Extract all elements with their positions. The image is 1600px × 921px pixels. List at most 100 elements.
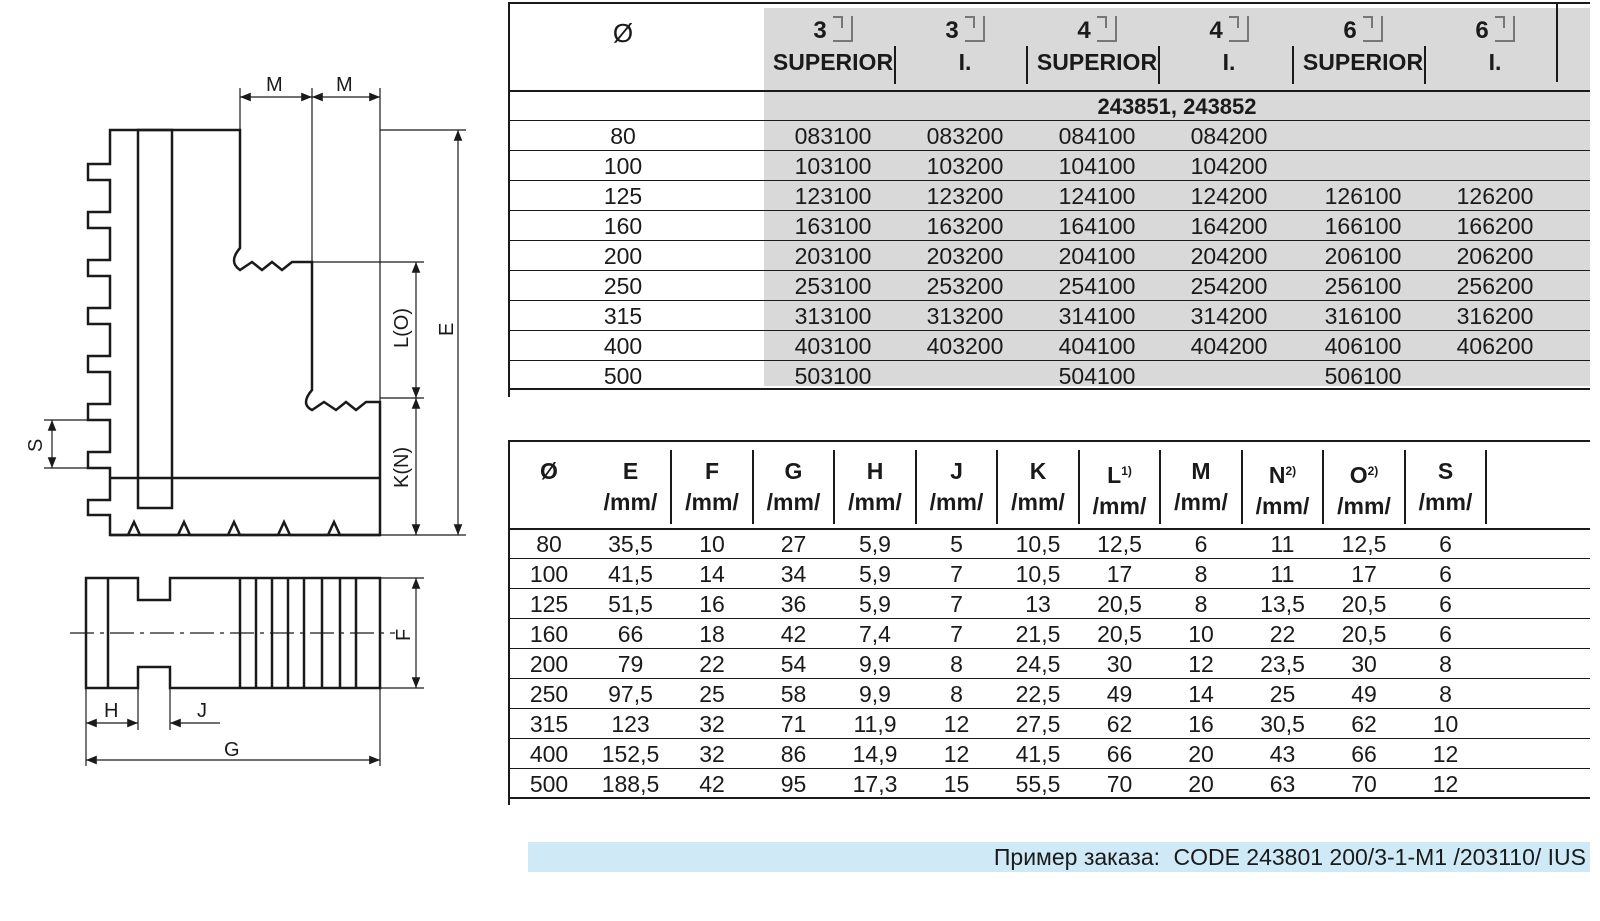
code-cell: 083200	[926, 123, 1004, 149]
order-example-bar: Пример заказа: CODE 243801 200/3-1-M1 /2…	[528, 842, 1590, 872]
dim-cell: 10,5	[1015, 561, 1061, 587]
dim-cell: 152,5	[601, 741, 660, 767]
dim-cell: 315	[529, 711, 569, 737]
code-cell: 084200	[1190, 123, 1268, 149]
dim-cell: 6	[1439, 621, 1452, 647]
dim-cell: 500	[529, 771, 569, 797]
col-header-label: SUPERIOR	[772, 49, 894, 75]
code-cell: 124100	[1058, 183, 1136, 209]
col-header-number: 4	[1032, 16, 1162, 45]
code-cell: 164200	[1190, 213, 1268, 239]
code-cell: 406100	[1324, 333, 1402, 359]
jaw-side-view-outline	[86, 128, 382, 537]
code-cell: 123200	[926, 183, 1004, 209]
dim-cell: 30	[1106, 651, 1133, 677]
dim-cell: 12,5	[1341, 531, 1387, 557]
code-title: 243851, 243852	[1097, 94, 1257, 119]
code-cell: 253100	[794, 273, 872, 299]
dim-cell: 43	[1269, 741, 1296, 767]
diameter-cell: 80	[610, 123, 636, 149]
dim-label-h: H	[104, 700, 118, 722]
dim-cell: 32	[699, 741, 725, 767]
dim-cell: 8	[1439, 681, 1452, 707]
dim-cell: 100	[529, 561, 569, 587]
col-header-label: I.	[1488, 49, 1502, 75]
dim-col-header: F/mm/	[685, 458, 739, 515]
dim-cell: 70	[1106, 771, 1133, 797]
dim-label-j: J	[197, 700, 207, 722]
dim-cell: 21,5	[1015, 621, 1061, 647]
col-header-label: I.	[1222, 49, 1236, 75]
dim-cell: 42	[699, 771, 725, 797]
code-cell: 203100	[794, 243, 872, 269]
dim-cell: 66	[1106, 741, 1133, 767]
code-cell: 256200	[1456, 273, 1534, 299]
dim-label-s: S	[25, 439, 47, 452]
dim-cell: 5,9	[859, 591, 891, 617]
dim-cell: 17,3	[852, 771, 898, 797]
dim-cell: 35,5	[608, 531, 653, 557]
dim-cell: 86	[780, 741, 807, 767]
code-cell: 316200	[1456, 303, 1534, 329]
code-cell: 083100	[794, 123, 872, 149]
dim-cell: 20,5	[1341, 591, 1387, 617]
dim-cell: 79	[617, 651, 644, 677]
dim-cell: 8	[950, 681, 963, 707]
col-header-number: 3	[900, 16, 1030, 45]
dim-cell: 123	[611, 711, 650, 737]
dim-cell: 34	[780, 561, 807, 587]
code-cell: 104200	[1190, 153, 1268, 179]
code-cell: 126100	[1324, 183, 1402, 209]
dim-cell: 12	[1432, 771, 1459, 797]
dim-cell: 14,9	[852, 741, 898, 767]
dim-cell: 27	[780, 531, 807, 557]
col-header-label: I.	[958, 49, 972, 75]
dim-cell: 12	[943, 711, 970, 737]
dim-cell: 41,5	[608, 561, 653, 587]
dim-cell: 27,5	[1015, 711, 1061, 737]
dim-cell: 7	[950, 621, 963, 647]
order-code-table: Ø 3 SUPERIOR 3 I. 4 SUPERIOR 4 I. 6 SUPE…	[508, 2, 1590, 397]
dim-cell: 49	[1106, 681, 1133, 707]
dim-cell: 54	[780, 651, 807, 677]
dim-cell: 8	[1194, 591, 1208, 617]
table-row: 80 083100 083200 084100 084200	[508, 120, 1590, 150]
code-cell: 313200	[926, 303, 1004, 329]
dim-cell: 6	[1439, 531, 1452, 557]
code-cell: 403200	[926, 333, 1004, 359]
code-cell: 204100	[1058, 243, 1136, 269]
dim-label-lo: L(O)	[391, 308, 413, 348]
dim-cell: 23,5	[1260, 651, 1305, 677]
diameter-cell: 315	[603, 303, 643, 329]
dim-cell: 97,5	[608, 681, 653, 707]
dim-cell: 11,9	[853, 711, 897, 737]
dim-col-header: N2)/mm/	[1255, 462, 1310, 519]
dim-label-kn: K(N)	[391, 447, 413, 488]
dim-cell: 62	[1351, 711, 1377, 737]
code-cell: 313100	[794, 303, 872, 329]
dim-cell: 5	[950, 531, 963, 557]
dim-col-header: M/mm/	[1174, 458, 1228, 515]
dim-col-header: H/mm/	[848, 458, 902, 515]
dim-cell: 20,5	[1097, 591, 1142, 617]
dim-col-header: L1)/mm/	[1092, 462, 1147, 519]
dim-cell: 30,5	[1260, 711, 1305, 737]
code-cell: 204200	[1190, 243, 1268, 269]
code-cell: 314100	[1058, 303, 1136, 329]
dim-cell: 20,5	[1097, 621, 1142, 647]
dim-cell: 200	[529, 651, 569, 677]
dim-col-header: E/mm/	[603, 458, 658, 515]
dim-cell: 10	[1188, 621, 1214, 647]
dim-cell: 15	[943, 771, 970, 797]
diameter-cell: 160	[603, 213, 643, 239]
jaw-icon	[832, 16, 853, 42]
code-cell: 084100	[1058, 123, 1136, 149]
